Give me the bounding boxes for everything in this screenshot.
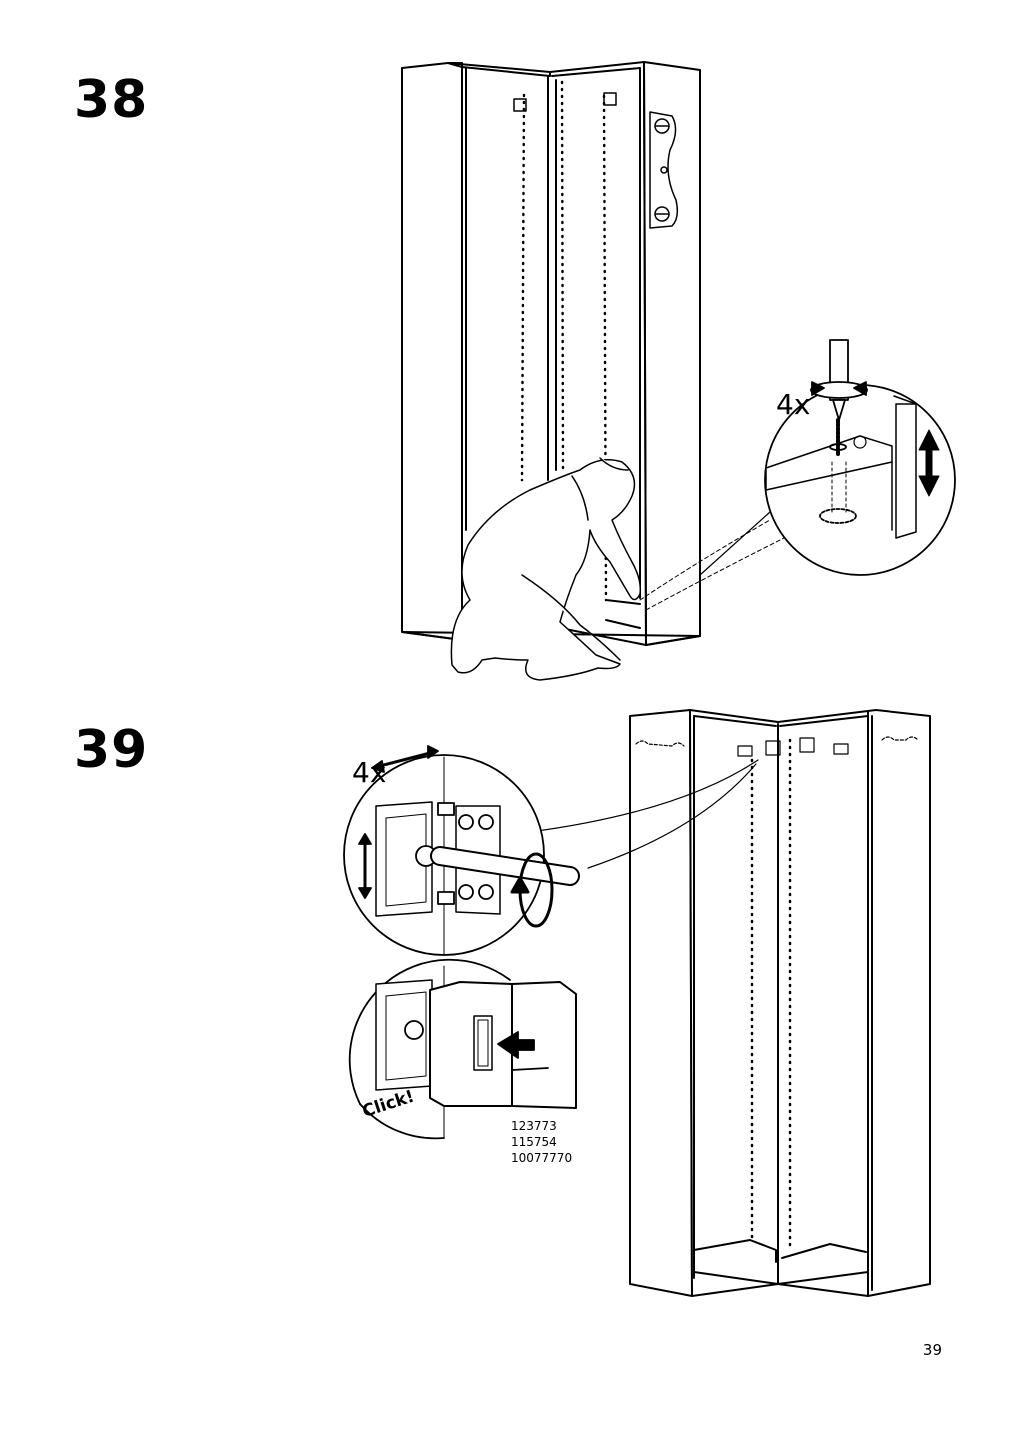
person-figure <box>450 457 642 681</box>
detail-leader <box>639 519 791 611</box>
step-39-number: 39 <box>74 720 149 780</box>
article-number-1: 123773 <box>511 1119 557 1133</box>
shelf-pin-holes-39 <box>750 738 792 1252</box>
bracket-right <box>603 92 617 106</box>
page-number: 39 <box>922 1341 942 1359</box>
adjustable-foot-detail <box>764 384 956 576</box>
step-39-quantity: 4x <box>352 756 387 789</box>
bracket-left <box>513 98 527 112</box>
step-38-quantity: 4x <box>776 388 811 421</box>
wall-bracket <box>649 111 679 229</box>
step-38-number: 38 <box>74 70 149 130</box>
screwdriver-icon <box>810 339 868 421</box>
click-label: Click! <box>360 1086 417 1123</box>
article-number-3: 10077770 <box>511 1151 573 1165</box>
corner-wardrobe-frame-assembled <box>629 709 931 1297</box>
up-down-arrow-icon <box>918 429 940 497</box>
step-38-illustration <box>401 61 956 681</box>
connector-fittings <box>635 736 919 757</box>
article-number-2: 115754 <box>511 1135 557 1149</box>
rotate-arrow-icon <box>510 852 554 928</box>
